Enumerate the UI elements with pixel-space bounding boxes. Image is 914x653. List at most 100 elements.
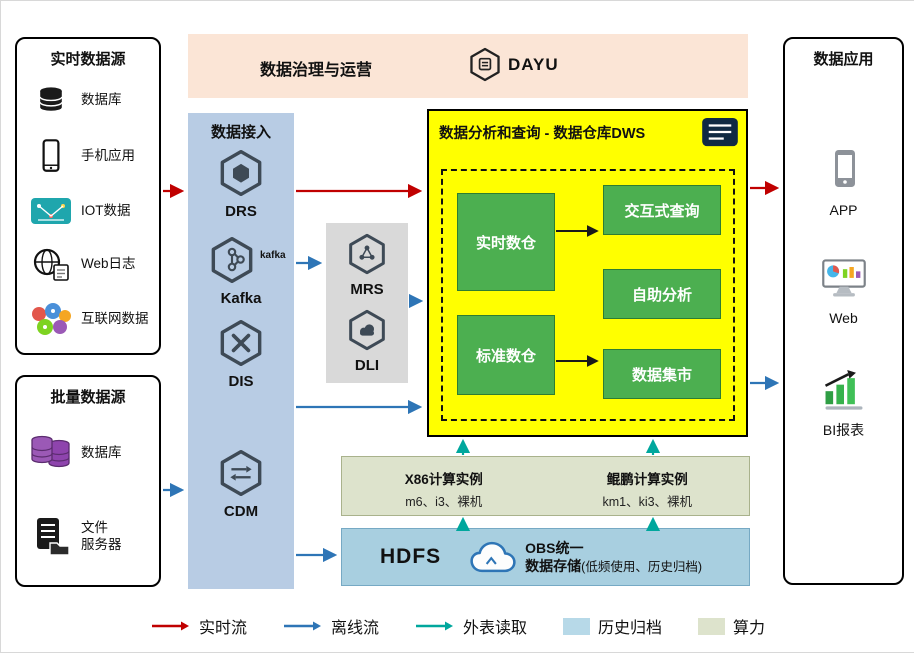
block-standard-dw: 标准数仓 (457, 315, 555, 395)
banner-title: 数据治理与运营 (260, 62, 373, 79)
compute-subtitle: km1、ki3、裸机 (602, 495, 693, 509)
app-phone-icon (834, 150, 855, 187)
source-item-batch-database: 数据库 (17, 432, 159, 474)
compute-kunpeng: 鲲鹏计算实例 km1、ki3、裸机 (546, 457, 750, 515)
legend-item-realtime-flow: 实时流 (151, 614, 247, 638)
mrs-icon (349, 233, 385, 275)
drs-icon (220, 149, 262, 197)
compute-x86: X86计算实例 m6、i3、裸机 (342, 457, 546, 515)
dis-icon (220, 319, 262, 367)
legend-item-history-archive: 历史归档 (563, 614, 662, 638)
data-ingestion-title: 数据接入 (210, 124, 271, 141)
source-label: Web日志 (81, 256, 136, 272)
dayu-icon (470, 47, 500, 82)
source-label: 数据库 (81, 444, 122, 460)
batch-sources-list: 数据库 文件 服务器 (17, 411, 159, 579)
obs-title-line2: 数据存储 (525, 557, 582, 574)
legend: 实时流 离线流 外表读取 历史归档 算力 (1, 614, 914, 638)
source-label: 手机应用 (81, 147, 135, 163)
compute-subtitle: m6、i3、裸机 (405, 495, 483, 509)
app-label: Web (829, 310, 858, 326)
source-item-file-server: 文件 服务器 (17, 516, 159, 558)
legend-label: 外表读取 (462, 620, 527, 637)
service-label: DIS (228, 373, 254, 390)
dli-icon (349, 309, 385, 351)
realtime-sources-panel: 实时数据源 数据库 (15, 37, 161, 355)
dayu-logo: DAYU (468, 47, 559, 82)
archive-swatch (563, 617, 590, 635)
database-icon (25, 82, 77, 118)
legend-item-offline-flow: 离线流 (283, 614, 379, 638)
service-label: MRS (350, 281, 384, 298)
cdm-icon (220, 449, 262, 497)
compute-swatch (698, 617, 726, 635)
service-label: DLI (354, 357, 380, 374)
dayu-logo-text: DAYU (508, 54, 559, 74)
obs-text: OBS统一 数据存储(低频使用、历史归档) (525, 539, 702, 575)
app-label: BI报表 (822, 422, 865, 438)
service-dis: DIS (188, 319, 294, 390)
service-dli: DLI (326, 309, 408, 374)
data-applications-panel: 数据应用 APP Web (783, 37, 904, 585)
source-label: 数据库 (81, 91, 122, 107)
source-item-iot: IOT数据 (17, 194, 159, 228)
app-item-web: Web (785, 257, 902, 326)
compute-title: X86计算实例 (404, 472, 483, 487)
legend-item-compute-power: 算力 (698, 614, 765, 638)
hdfs-label: HDFS (380, 545, 442, 568)
dws-panel: 数据分析和查询 - 数据仓库DWS 实时数仓 标准数仓 交互式查询 自助分析 数… (427, 109, 748, 437)
governance-banner: 数据治理与运营 DAYU (188, 34, 748, 98)
obs-group: OBS统一 数据存储(低频使用、历史归档) (467, 539, 702, 575)
app-label: APP (829, 202, 858, 218)
service-kafka: kafka Kafka (188, 236, 294, 307)
legend-label: 历史归档 (598, 620, 663, 637)
block-interactive-query: 交互式查询 (603, 185, 721, 235)
realtime-sources-list: 数据库 手机应用 (17, 73, 159, 347)
batch-sources-title: 批量数据源 (50, 389, 126, 406)
legend-label: 离线流 (330, 620, 379, 637)
source-label: 互联网数据 (81, 311, 149, 327)
realtime-sources-title: 实时数据源 (50, 51, 126, 68)
data-applications-title: 数据应用 (813, 51, 874, 68)
web-log-icon (25, 247, 77, 283)
batch-sources-panel: 批量数据源 数据库 (15, 375, 161, 587)
dws-title: 数据分析和查询 - 数据仓库DWS (439, 126, 646, 142)
compute-instances-panel: X86计算实例 m6、i3、裸机 鲲鹏计算实例 km1、ki3、裸机 (341, 456, 750, 516)
data-ingestion-panel: 数据接入 DRS kafka Kafka (188, 113, 294, 589)
legend-item-external-read: 外表读取 (415, 614, 527, 638)
file-server-icon (25, 516, 77, 558)
source-item-web-log: Web日志 (17, 247, 159, 283)
service-label: DRS (225, 203, 257, 220)
blue-arrow-icon (283, 621, 321, 631)
source-label: IOT数据 (81, 202, 131, 218)
purple-database-icon (25, 432, 77, 474)
obs-cloud-icon (470, 541, 516, 573)
service-label: CDM (223, 503, 259, 520)
web-monitor-icon (821, 259, 866, 297)
source-item-database: 数据库 (17, 82, 159, 118)
service-cdm: CDM (188, 449, 294, 520)
compute-title: 鲲鹏计算实例 (606, 472, 688, 487)
block-self-service-analysis: 自助分析 (603, 269, 721, 319)
source-label: 文件 服务器 (81, 520, 122, 552)
app-item-app: APP (785, 147, 902, 218)
legend-label: 实时流 (198, 620, 247, 637)
storage-panel: HDFS OBS统一 数据存储(低频使用、历史归档) (341, 528, 750, 586)
block-realtime-dw: 实时数仓 (457, 193, 555, 291)
obs-title-line1: OBS统一 (525, 539, 584, 556)
block-data-mart: 数据集市 (603, 349, 721, 399)
phone-icon (25, 137, 77, 175)
kafka-icon (211, 236, 253, 284)
iot-icon (25, 194, 77, 228)
source-item-mobile-app: 手机应用 (17, 137, 159, 175)
service-drs: DRS (188, 149, 294, 220)
kafka-wordmark: kafka (260, 250, 286, 261)
processing-panel: MRS DLI (326, 223, 408, 383)
dws-inner-group (441, 169, 735, 421)
service-mrs: MRS (326, 233, 408, 298)
legend-label: 算力 (733, 620, 766, 637)
red-arrow-icon (151, 621, 189, 631)
obs-note: (低频使用、历史归档) (581, 559, 702, 574)
report-icon (701, 117, 739, 152)
